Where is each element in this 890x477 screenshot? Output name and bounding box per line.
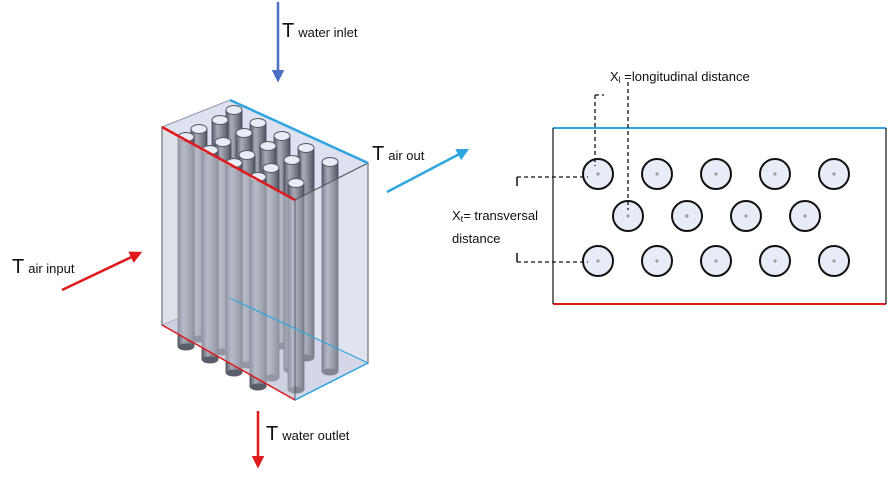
top-left-edge — [161, 125, 296, 202]
tube — [321, 157, 339, 376]
bottom-left-edge — [161, 324, 296, 401]
heat-exchanger-block — [160, 98, 370, 401]
section-tube — [671, 200, 703, 232]
section-tube — [612, 200, 644, 232]
air-input-arrow — [61, 251, 143, 292]
air-out-arrow — [386, 148, 470, 194]
section-tube — [759, 245, 791, 277]
bottom-right-edge — [294, 362, 369, 401]
section-tube — [582, 158, 614, 190]
section-tube — [700, 158, 732, 190]
section-tube — [818, 158, 850, 190]
section-tube — [641, 158, 673, 190]
section-tube-grid — [582, 158, 850, 277]
section-tube — [759, 158, 791, 190]
section-tube — [582, 245, 614, 277]
top-right-edge — [229, 98, 369, 165]
block-right-face — [294, 162, 369, 401]
longitudinal-dimension — [594, 82, 629, 210]
longitudinal-label: Xl =longitudinal distance — [610, 69, 750, 85]
transversal-label-line2: distance — [452, 231, 500, 246]
section-tube — [700, 245, 732, 277]
section-tube — [641, 245, 673, 277]
bottom-back-edge — [229, 297, 369, 364]
section-tube — [730, 200, 762, 232]
section-tube — [789, 200, 821, 232]
section-tube — [818, 245, 850, 277]
cross-section-view: Xl =longitudinal distance Xt= transversa… — [452, 69, 887, 305]
transversal-label: Xt= transversal — [452, 208, 538, 224]
transversal-dimension — [517, 176, 588, 263]
